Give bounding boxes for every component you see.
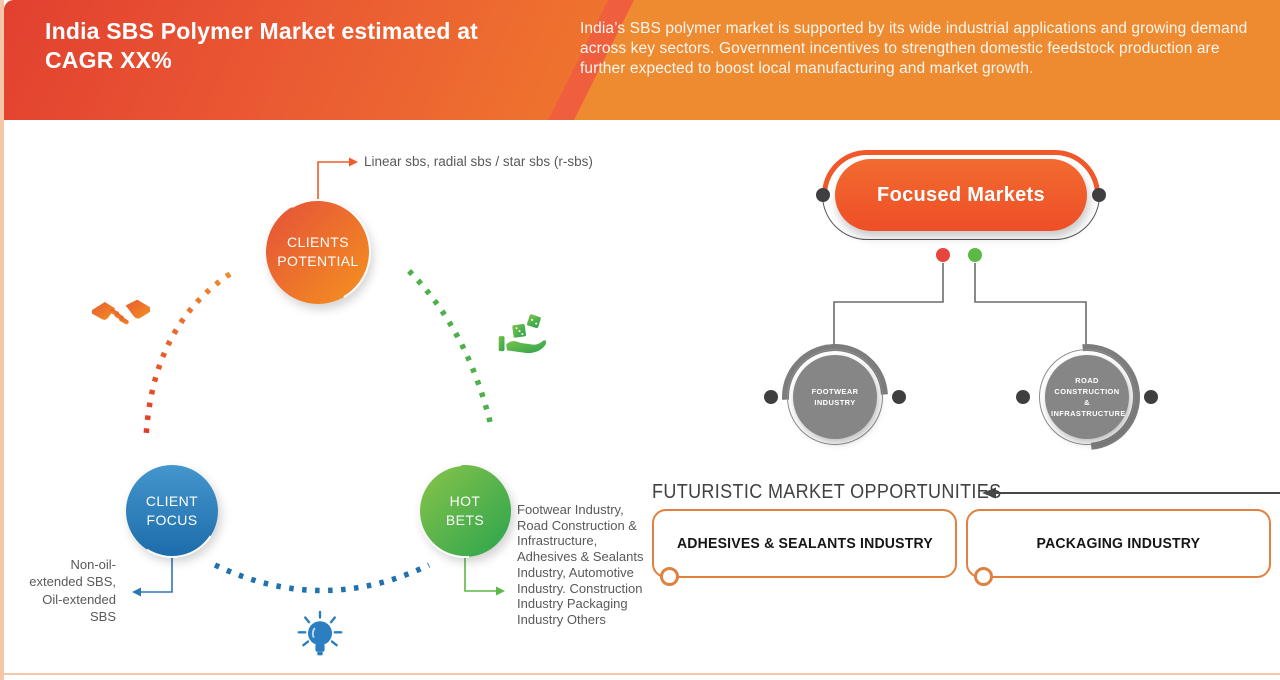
page-title: India SBS Polymer Market estimated at CA…	[45, 18, 479, 74]
road-construction-label: ROAD CONSTRUCTION & INFRASTRUCTURE	[1051, 375, 1126, 419]
dice-hand-icon	[497, 312, 547, 367]
pill-left-dot	[816, 188, 830, 202]
callout-arrow-potential	[349, 157, 358, 167]
road-construction-inner: ROAD CONSTRUCTION & INFRASTRUCTURE	[1045, 355, 1129, 439]
dotted-arc-bottom	[213, 562, 431, 594]
annotation-hot-bets-industries: Footwear Industry, Road Construction & I…	[517, 502, 644, 628]
hot-bets-circle: HOT BETS	[398, 444, 532, 578]
branch-dot-red	[936, 248, 950, 262]
handshake-icon	[92, 294, 150, 337]
clients-potential-label: CLIENTS POTENTIAL	[277, 234, 359, 269]
opportunities-arrow-head	[982, 487, 996, 499]
dotted-arc-left	[143, 271, 232, 439]
focused-markets-title: Focused Markets	[877, 183, 1045, 206]
market-thin-ring	[1039, 349, 1135, 445]
footwear-industry-inner: FOOTWEAR INDUSTRY	[793, 355, 877, 439]
opportunities-heading: FUTURISTIC MARKET OPPORTUNITIES	[652, 481, 1002, 503]
market-right-dot	[1144, 390, 1158, 404]
callout-arrow-hotbets	[496, 586, 505, 596]
client-focus-label: CLIENT FOCUS	[145, 493, 199, 528]
dotted-arc-right	[407, 269, 495, 431]
callout-line-hotbets	[464, 556, 496, 592]
focused-markets-tree-lines	[833, 263, 1087, 345]
lightbulb-icon	[296, 610, 344, 667]
clients-potential-circle: CLIENTS POTENTIAL	[253, 187, 383, 317]
callout-arrow-focus	[132, 587, 141, 597]
page-border-bottom	[0, 673, 1280, 675]
annotation-linear-sbs: Linear sbs, radial sbs / star sbs (r-sbs…	[364, 154, 593, 169]
market-right-dot	[892, 390, 906, 404]
focused-markets-pill: Focused Markets	[816, 150, 1106, 240]
client-focus-circle: CLIENT FOCUS	[116, 455, 228, 567]
opportunity-packaging-label: PACKAGING INDUSTRY	[1036, 535, 1201, 552]
header-left-gradient	[4, 0, 608, 120]
hot-bets-label: HOT BETS	[445, 493, 485, 528]
page-border-left	[0, 0, 4, 680]
footwear-industry-label: FOOTWEAR INDUSTRY	[811, 386, 859, 407]
opportunity-box-adhesives: ADHESIVES & SEALANTS INDUSTRY	[652, 509, 957, 586]
road-construction-circle: ROAD CONSTRUCTION & INFRASTRUCTURE	[1012, 322, 1162, 472]
annotation-non-oil-sbs: Non-oil-extended SBS, Oil-extended SBS	[29, 557, 116, 624]
callout-line-focus	[141, 556, 173, 593]
branch-dot-green	[968, 248, 982, 262]
market-left-dot	[1016, 390, 1030, 404]
header-description: India’s SBS polymer market is supported …	[580, 20, 1248, 78]
opportunity-adhesives-label: ADHESIVES & SEALANTS INDUSTRY	[676, 535, 933, 552]
callout-line-potential	[317, 161, 349, 201]
header-banner: India SBS Polymer Market estimated at CA…	[4, 0, 1280, 120]
opportunity-box-packaging: PACKAGING INDUSTRY	[966, 509, 1271, 586]
opportunity-corner-circle	[974, 567, 993, 586]
market-thin-ring	[787, 349, 883, 445]
footwear-industry-circle: FOOTWEAR INDUSTRY	[760, 322, 910, 472]
pill-right-dot	[1092, 188, 1106, 202]
focused-markets-button: Focused Markets	[835, 159, 1087, 231]
opportunity-corner-circle	[660, 567, 679, 586]
market-left-dot	[764, 390, 778, 404]
